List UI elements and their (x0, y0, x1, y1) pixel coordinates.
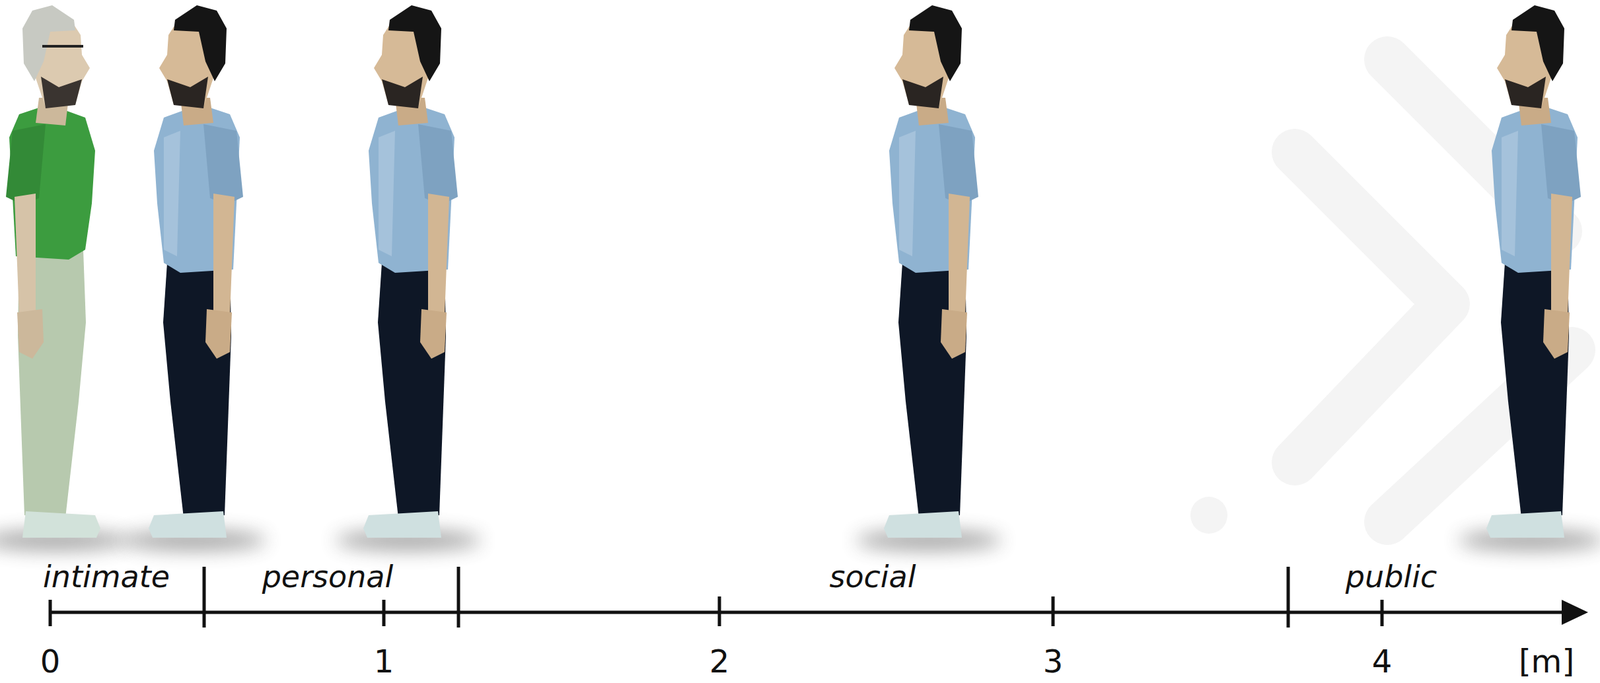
zone-label: public (1345, 561, 1437, 592)
axis-unit: [m] (1518, 645, 1575, 678)
watermark-dot (1190, 496, 1228, 534)
axis-tick (382, 599, 386, 627)
axis-tick (1051, 596, 1055, 627)
axis-tick (48, 599, 53, 627)
axis-number: 4 (1372, 645, 1393, 678)
axis-line (50, 611, 1567, 615)
axis-number: 2 (709, 645, 730, 678)
zone-label: social (829, 561, 916, 592)
person-figure (856, 5, 1002, 551)
axis-number: 3 (1043, 645, 1064, 678)
person-figure (120, 5, 267, 551)
zone-boundary (202, 566, 207, 628)
zone-label: intimate (42, 561, 170, 592)
zone-boundary (457, 566, 461, 628)
zone-label: personal (262, 561, 394, 592)
axis-number: 0 (40, 645, 61, 678)
person-figure (335, 5, 481, 551)
person-figure (1458, 5, 1600, 551)
watermark-chevron (1294, 151, 1447, 463)
axis-number: 1 (373, 645, 395, 678)
axis-tick (1380, 599, 1384, 627)
axis-arrowhead (1561, 599, 1589, 625)
zone-boundary (1286, 566, 1291, 628)
axis-tick (718, 596, 722, 627)
person-figure (0, 5, 129, 551)
